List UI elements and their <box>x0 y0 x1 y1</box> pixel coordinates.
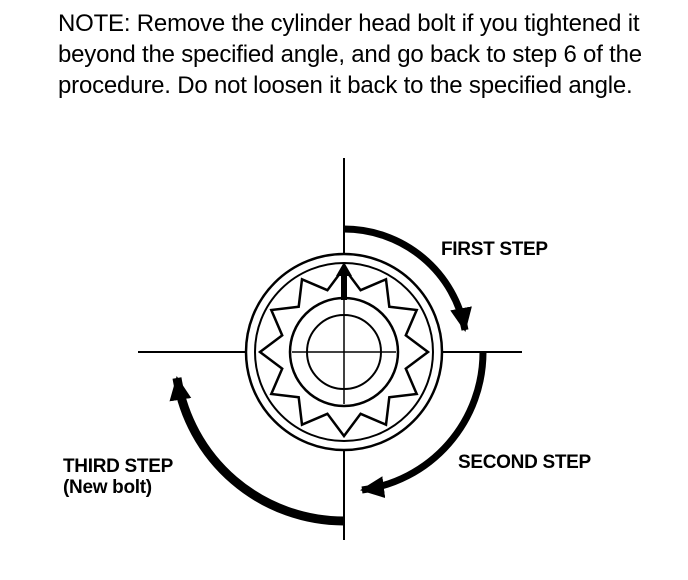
third-step-label: THIRD STEP <box>63 456 173 477</box>
punch-mark-arrow-icon <box>336 262 352 276</box>
note-text: NOTE: Remove the cylinder head bolt if y… <box>58 10 642 99</box>
second-step-label: SECOND STEP <box>458 452 591 473</box>
first-step-label: FIRST STEP <box>441 239 548 260</box>
first-step-arrow-icon <box>343 225 472 332</box>
second-step-arrow-icon <box>360 351 487 499</box>
third-step-note: (New bolt) <box>63 477 152 498</box>
third-step-arrow-icon <box>169 376 345 526</box>
